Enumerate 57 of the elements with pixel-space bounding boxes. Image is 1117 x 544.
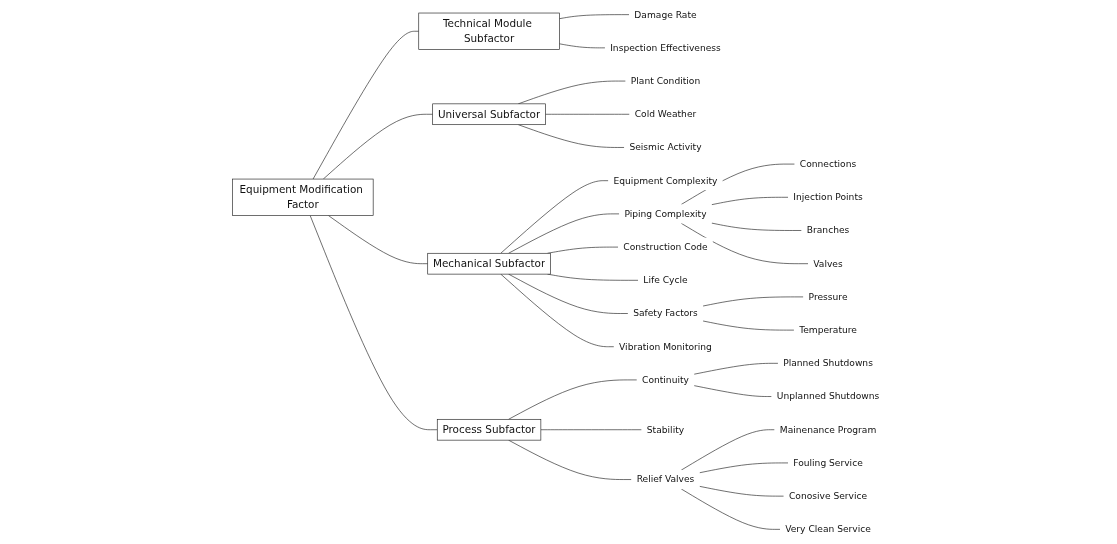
connector xyxy=(508,439,632,480)
node-text: Temperature xyxy=(799,324,857,335)
connector xyxy=(693,385,772,397)
node-text: Construction Code xyxy=(623,241,708,252)
connector xyxy=(312,30,420,180)
node-box: Technical Module Subfactor xyxy=(418,12,560,50)
node-text: Inspection Effectiveness xyxy=(610,42,721,53)
connector xyxy=(545,113,630,115)
node-text: Plant Condition xyxy=(630,75,701,86)
node-text: Unplanned Shutdowns xyxy=(776,390,880,402)
node-text: Valves xyxy=(813,258,843,269)
connector xyxy=(702,320,795,331)
connector xyxy=(680,488,781,530)
connector xyxy=(680,223,809,265)
connector xyxy=(680,429,775,471)
connector xyxy=(322,113,433,180)
node-text: Fouling Service xyxy=(793,457,863,468)
connector xyxy=(559,14,630,20)
node-text: Cold Weather xyxy=(634,108,697,120)
node-text: Injection Points xyxy=(793,191,863,203)
node-text: Planned Shutdowns xyxy=(783,357,873,369)
node-text: Connections xyxy=(799,158,857,169)
connector xyxy=(508,213,620,254)
connector xyxy=(500,180,609,254)
node-text: Seismic Activity xyxy=(629,141,702,153)
node-text: Piping Complexity xyxy=(624,208,707,219)
node-text: Vibration Monitoring xyxy=(619,341,712,352)
node-text: Mainenance Program xyxy=(779,424,877,435)
connector xyxy=(699,462,789,474)
connector xyxy=(500,273,615,348)
node-text: Continuity xyxy=(642,374,689,385)
connector xyxy=(711,222,802,231)
node-text: Equipment Complexity xyxy=(613,175,718,186)
connector xyxy=(309,215,438,431)
node-text: Pressure xyxy=(808,291,848,302)
connector xyxy=(508,379,638,420)
node-box: Universal Subfactor xyxy=(432,103,546,125)
node-text: Stability xyxy=(646,424,685,435)
connector xyxy=(702,296,804,307)
connector xyxy=(693,363,779,375)
connector xyxy=(328,215,429,265)
connector xyxy=(699,486,785,497)
connector xyxy=(508,273,629,314)
node-text: Branches xyxy=(806,224,850,236)
connector xyxy=(559,43,606,49)
connector xyxy=(547,246,619,254)
node-text: Life Cycle xyxy=(643,274,688,286)
node-box: Mechanical Subfactor xyxy=(427,252,551,275)
node-text: Damage Rate xyxy=(634,9,697,20)
node-text: Relief Valves xyxy=(636,474,695,485)
node-text: Safety Factors xyxy=(633,307,698,319)
connector xyxy=(711,196,789,205)
node-text: Very Clean Service xyxy=(785,523,871,535)
node-text: Conosive Service xyxy=(788,490,868,502)
node-box: Equipment Modification Factor xyxy=(232,178,374,216)
connector xyxy=(540,429,642,431)
node-box: Process Subfactor xyxy=(436,419,542,441)
